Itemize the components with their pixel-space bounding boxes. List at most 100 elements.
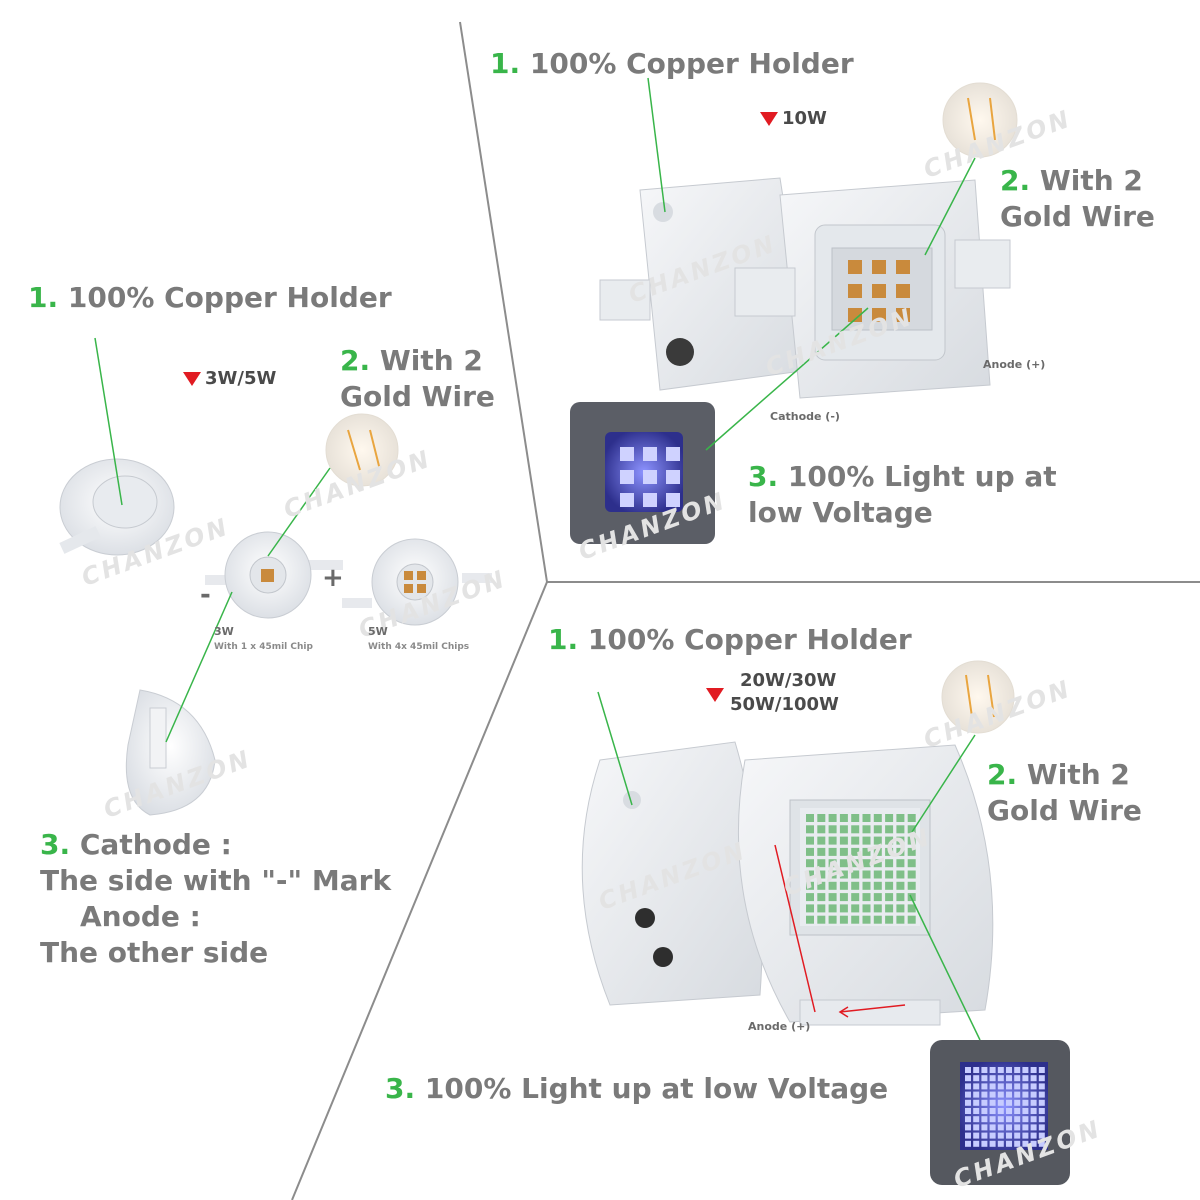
lit-led-chip xyxy=(1030,1116,1037,1123)
lit-led-chip xyxy=(997,1091,1004,1098)
lit-led-chip xyxy=(997,1083,1004,1090)
lit-led-chip xyxy=(666,493,680,507)
led-big-gold-wire-macro xyxy=(941,660,1015,734)
lit-led-chip xyxy=(1022,1067,1029,1073)
lit-led-chip xyxy=(973,1124,980,1131)
led-chip xyxy=(839,915,848,924)
led-chip xyxy=(896,870,905,879)
lit-led-chip xyxy=(965,1140,971,1147)
lit-led-chip xyxy=(1022,1116,1029,1123)
led-chip xyxy=(896,893,905,902)
led-chip xyxy=(896,847,905,856)
led-10w-gold-wire-macro xyxy=(942,82,1018,158)
led-chip xyxy=(851,915,860,924)
led-chip xyxy=(896,915,905,924)
led-chip xyxy=(862,847,871,856)
lit-led-chip xyxy=(981,1075,988,1082)
red-marker-icon xyxy=(760,112,778,126)
lit-led-chip xyxy=(989,1083,996,1090)
leader-lines xyxy=(94,77,981,1041)
polarity-heading: 3. Cathode : xyxy=(40,828,232,861)
led-chip xyxy=(806,847,814,856)
big-wattage-label: 20W/30W xyxy=(740,670,837,691)
10w-anode-label: Anode (+) xyxy=(983,358,1046,371)
led-chip xyxy=(862,904,871,913)
lit-led-chip xyxy=(1014,1099,1021,1106)
lit-led-chip xyxy=(997,1067,1004,1073)
lit-led-chip xyxy=(1022,1083,1029,1090)
lit-led-chip xyxy=(989,1067,996,1073)
lit-led-chip xyxy=(1030,1124,1037,1131)
small-gold-wire-label: 2. With 2 xyxy=(340,344,483,377)
big-wattage-label-line2: 50W/100W xyxy=(730,694,839,715)
lit-led-chip xyxy=(1022,1099,1029,1106)
led-chip xyxy=(828,870,837,879)
lit-led-chip xyxy=(997,1140,1004,1147)
led-chip xyxy=(873,814,882,822)
10w-wattage-label: 10W xyxy=(782,108,827,129)
lit-led-chip xyxy=(1030,1108,1037,1114)
10w-light-up-label: 3. 100% Light up at xyxy=(748,460,1057,493)
lit-led-chip xyxy=(666,447,680,461)
lit-led-chip xyxy=(973,1075,980,1082)
led-chip xyxy=(817,814,826,822)
led-chip xyxy=(839,904,848,913)
led-chip xyxy=(839,825,848,834)
led-chip xyxy=(873,893,882,902)
lit-led-chip xyxy=(973,1140,980,1147)
lit-led-chip xyxy=(1038,1083,1045,1090)
lit-led-chip xyxy=(1006,1083,1012,1090)
10w-gold-wire-label-line2: Gold Wire xyxy=(1000,200,1155,233)
lit-led-chip xyxy=(997,1075,1004,1082)
lit-led-chip xyxy=(989,1140,996,1147)
lit-led-chip xyxy=(965,1099,971,1106)
big-light-up-label: 3. 100% Light up at low Voltage xyxy=(385,1072,889,1105)
led-chip xyxy=(885,870,894,879)
led-chip xyxy=(839,881,848,890)
led-chip xyxy=(851,847,860,856)
lit-led-chip xyxy=(965,1124,971,1131)
led-chip xyxy=(828,825,837,834)
led-chip xyxy=(817,915,826,924)
led-chip xyxy=(862,870,871,879)
lit-led-chip xyxy=(989,1075,996,1082)
led-chip xyxy=(848,284,862,298)
lit-led-chip xyxy=(997,1108,1004,1114)
led-chip xyxy=(907,814,916,822)
lit-led-chip xyxy=(1006,1067,1012,1073)
lit-led-chip xyxy=(1006,1116,1012,1123)
lit-led-chip xyxy=(981,1132,988,1139)
lit-led-chip xyxy=(965,1075,971,1082)
led-chip xyxy=(806,881,814,890)
lit-led-chip xyxy=(965,1083,971,1090)
red-marker-icon xyxy=(706,688,724,702)
lit-led-chip xyxy=(1022,1075,1029,1082)
lit-led-chip xyxy=(1030,1067,1037,1073)
led-chip xyxy=(907,825,916,834)
lit-led-chip xyxy=(989,1091,996,1098)
lit-led-chip xyxy=(989,1132,996,1139)
led-chip xyxy=(862,814,871,822)
lit-led-chip xyxy=(1038,1075,1045,1082)
chip-3w-title: 3W xyxy=(214,625,234,638)
led-chip xyxy=(907,915,916,924)
led-chip xyxy=(873,836,882,845)
polarity-anode-desc: The other side xyxy=(40,936,269,969)
10w-cathode-label: Cathode (-) xyxy=(770,410,840,423)
led-chip xyxy=(885,836,894,845)
lit-led-chip xyxy=(997,1099,1004,1106)
led-chip xyxy=(817,870,826,879)
led-chip xyxy=(907,847,916,856)
lit-led-chip xyxy=(620,493,634,507)
polarity-cathode-desc: The side with "-" Mark xyxy=(40,864,392,897)
led-chip xyxy=(907,870,916,879)
lit-led-chip xyxy=(643,447,657,461)
lit-led-chip xyxy=(1022,1091,1029,1098)
led-10w-chip-grid xyxy=(848,260,910,322)
led-chip xyxy=(828,814,837,822)
led-chip xyxy=(806,870,814,879)
led-chip xyxy=(851,836,860,845)
lit-led-chip xyxy=(1014,1140,1021,1147)
lit-led-chip xyxy=(1006,1091,1012,1098)
